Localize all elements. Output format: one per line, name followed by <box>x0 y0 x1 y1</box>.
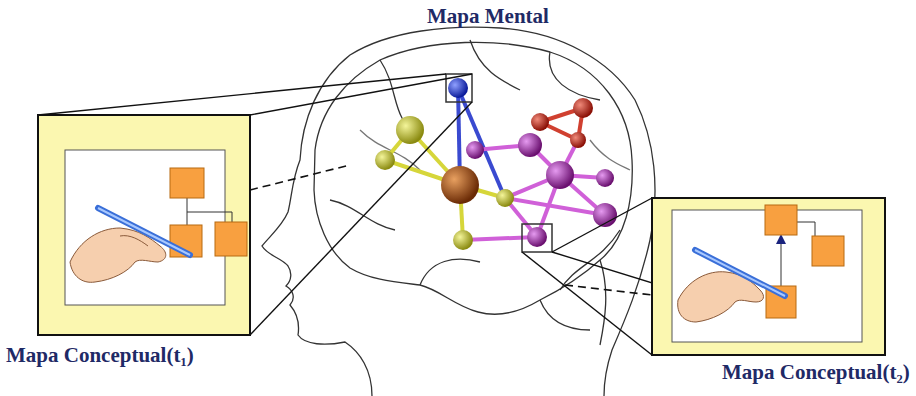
concept-map-panel <box>38 115 250 335</box>
network-links <box>385 88 605 240</box>
zoom-square <box>522 224 552 252</box>
concept-map-panel <box>652 198 885 355</box>
network-spheres <box>375 78 617 250</box>
title: Mapa Mental <box>427 4 549 29</box>
map-label: Mapa Conceptual(t₁) <box>6 343 194 368</box>
head-outline <box>262 27 655 396</box>
map-label: Mapa Conceptual(t₂) <box>722 360 910 385</box>
dashed-lines <box>250 165 652 295</box>
zoom-lines <box>38 74 885 355</box>
